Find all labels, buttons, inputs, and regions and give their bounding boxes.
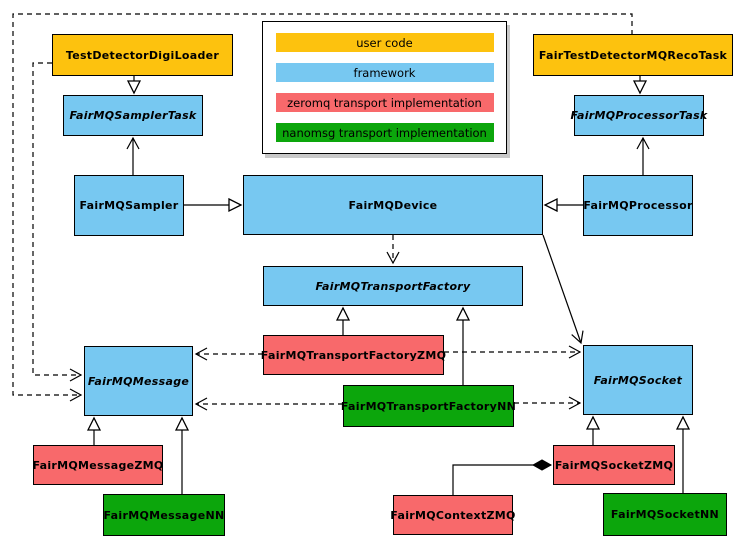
legend: user code framework zeromq transport imp… xyxy=(262,21,507,154)
node-fairmqtransportfactory: FairMQTransportFactory xyxy=(263,266,523,306)
node-fairmqtransportfactoryzmq: FairMQTransportFactoryZMQ xyxy=(261,335,446,375)
node-fairmqsocket: FairMQSocket xyxy=(583,345,693,415)
legend-label: framework xyxy=(353,65,416,80)
node-fairmqtransportfactorynn: FairMQTransportFactoryNN xyxy=(341,385,516,427)
node-fairmqmessagenn: FairMQMessageNN xyxy=(103,494,225,536)
node-testdetectordigiloader: TestDetectorDigiLoader xyxy=(52,34,233,76)
composition-edges xyxy=(452,465,551,495)
node-fairmqprocessortask: FairMQProcessorTask xyxy=(570,95,707,136)
node-fairmqsocketnn: FairMQSocketNN xyxy=(603,493,727,536)
inheritance-edges xyxy=(94,76,683,494)
dependency-edges xyxy=(12,13,633,411)
node-fairmqmessagezmq: FairMQMessageZMQ xyxy=(32,445,163,485)
node-fairtestdetectormqrecotask: FairTestDetectorMQRecoTask xyxy=(533,34,733,76)
legend-label: zeromq transport implementation xyxy=(287,95,482,110)
legend-label: user code xyxy=(356,35,413,50)
association-edges xyxy=(126,136,650,345)
node-fairmqsamplertask: FairMQSamplerTask xyxy=(63,95,203,136)
node-fairmqprocessor: FairMQProcessor xyxy=(583,175,693,236)
node-fairmqmessage: FairMQMessage xyxy=(84,346,193,416)
node-fairmqdevice: FairMQDevice xyxy=(243,175,543,235)
legend-item-user-code: user code xyxy=(275,33,494,52)
node-fairmqsocketzmq: FairMQSocketZMQ xyxy=(553,445,675,485)
node-fairmqsampler: FairMQSampler xyxy=(74,175,184,236)
node-fairmqcontextzmq: FairMQContextZMQ xyxy=(390,495,515,535)
legend-label: nanomsg transport implementation xyxy=(282,125,487,140)
legend-item-framework: framework xyxy=(275,63,494,82)
legend-item-nanomsg: nanomsg transport implementation xyxy=(275,123,494,142)
legend-item-zeromq: zeromq transport implementation xyxy=(275,93,494,112)
